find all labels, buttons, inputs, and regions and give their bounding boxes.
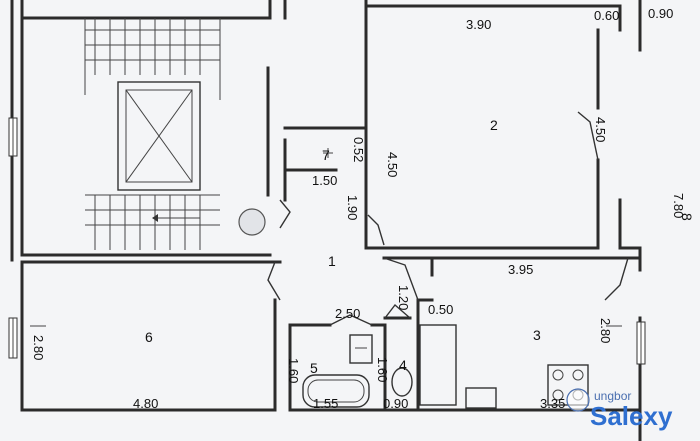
room2-left-wall: [364, 0, 386, 250]
round-column: [238, 208, 266, 236]
stair-steps-lower: [85, 194, 220, 250]
room-5-label: 5: [310, 360, 318, 376]
room-8-label: 8: [679, 213, 695, 221]
dimension-labels: 3.90 0.60 0.90 4.50 4.50 0.52 1.50 1.90 …: [31, 6, 686, 411]
elevator-cabin: [125, 89, 193, 183]
toilet: [391, 367, 413, 397]
door-right: [604, 257, 629, 301]
room-labels: 2 7 1 6 3 5 4 8: [145, 117, 695, 376]
watermark-logo-icon: [566, 388, 590, 412]
room-2-label: 2: [490, 117, 498, 133]
bathtub: [302, 374, 370, 408]
fixtures: [302, 324, 589, 409]
stair-enclosure-wall: [20, 16, 272, 257]
room-1-label: 1: [328, 253, 336, 269]
dim-4-80: 4.80: [133, 396, 158, 411]
room-6-label: 6: [145, 329, 153, 345]
dim-1-20: 1.20: [396, 285, 411, 310]
watermark-brand-text: Salexy: [590, 401, 673, 431]
dim-2-80-left: 2.80: [31, 335, 46, 360]
stair-steps-upper: [85, 18, 220, 75]
dim-0-60: 0.60: [594, 8, 619, 23]
elevator-shaft: [117, 81, 201, 191]
dim-3-90: 3.90: [466, 17, 491, 32]
room-4-label: 4: [399, 357, 407, 373]
room-3-label: 3: [533, 327, 541, 343]
windows: [8, 117, 646, 365]
kitchen-cabinet: [419, 324, 457, 406]
dim-0-50: 0.50: [428, 302, 453, 317]
watermark-top-text: ungbor: [594, 389, 631, 403]
door-room2-right: [577, 111, 599, 161]
dim-1-60-wc: 1.60: [375, 357, 390, 382]
stair-arrow-head: [152, 214, 158, 222]
room6-outline: [20, 260, 277, 412]
dim-0-90-bottom: 0.90: [383, 396, 408, 411]
room2-top-wall: [364, 4, 622, 32]
door-room6: [267, 261, 281, 301]
watermark: ungbor Salexy: [566, 388, 673, 431]
door-room2: [367, 214, 385, 246]
bath5-right-wall: [370, 323, 387, 412]
door-wc4: [384, 303, 411, 319]
dim-1-50: 1.50: [312, 173, 337, 188]
dim-1-90: 1.90: [345, 195, 360, 220]
dim-0-90: 0.90: [648, 6, 673, 21]
door-room3: [383, 257, 419, 301]
sink-bath: [349, 334, 373, 364]
dim-4-50-right: 4.50: [593, 117, 608, 142]
elevator-cross-b: [125, 89, 193, 183]
doors: [267, 111, 629, 326]
dim-2-80-right: 2.80: [598, 318, 613, 343]
dim-1-55: 1.55: [313, 396, 338, 411]
door-bath5: [329, 314, 373, 326]
dim-0-52: 0.52: [351, 137, 366, 162]
dim-3-95: 3.95: [508, 262, 533, 277]
dim-7-80: 7.80: [671, 193, 686, 218]
dim-2-50: 2.50: [335, 306, 360, 321]
room-7-label: 7: [322, 147, 330, 163]
dimension-marks: [30, 148, 622, 327]
door-stair: [279, 199, 291, 229]
dim-4-50-left: 4.50: [385, 152, 400, 177]
stair-top-wall: [20, 0, 272, 20]
dim-3-35: 3.35: [540, 396, 565, 411]
staircase: [84, 18, 266, 250]
kitchen-sink: [465, 387, 497, 409]
dim-1-60-bath: 1.60: [286, 358, 301, 383]
